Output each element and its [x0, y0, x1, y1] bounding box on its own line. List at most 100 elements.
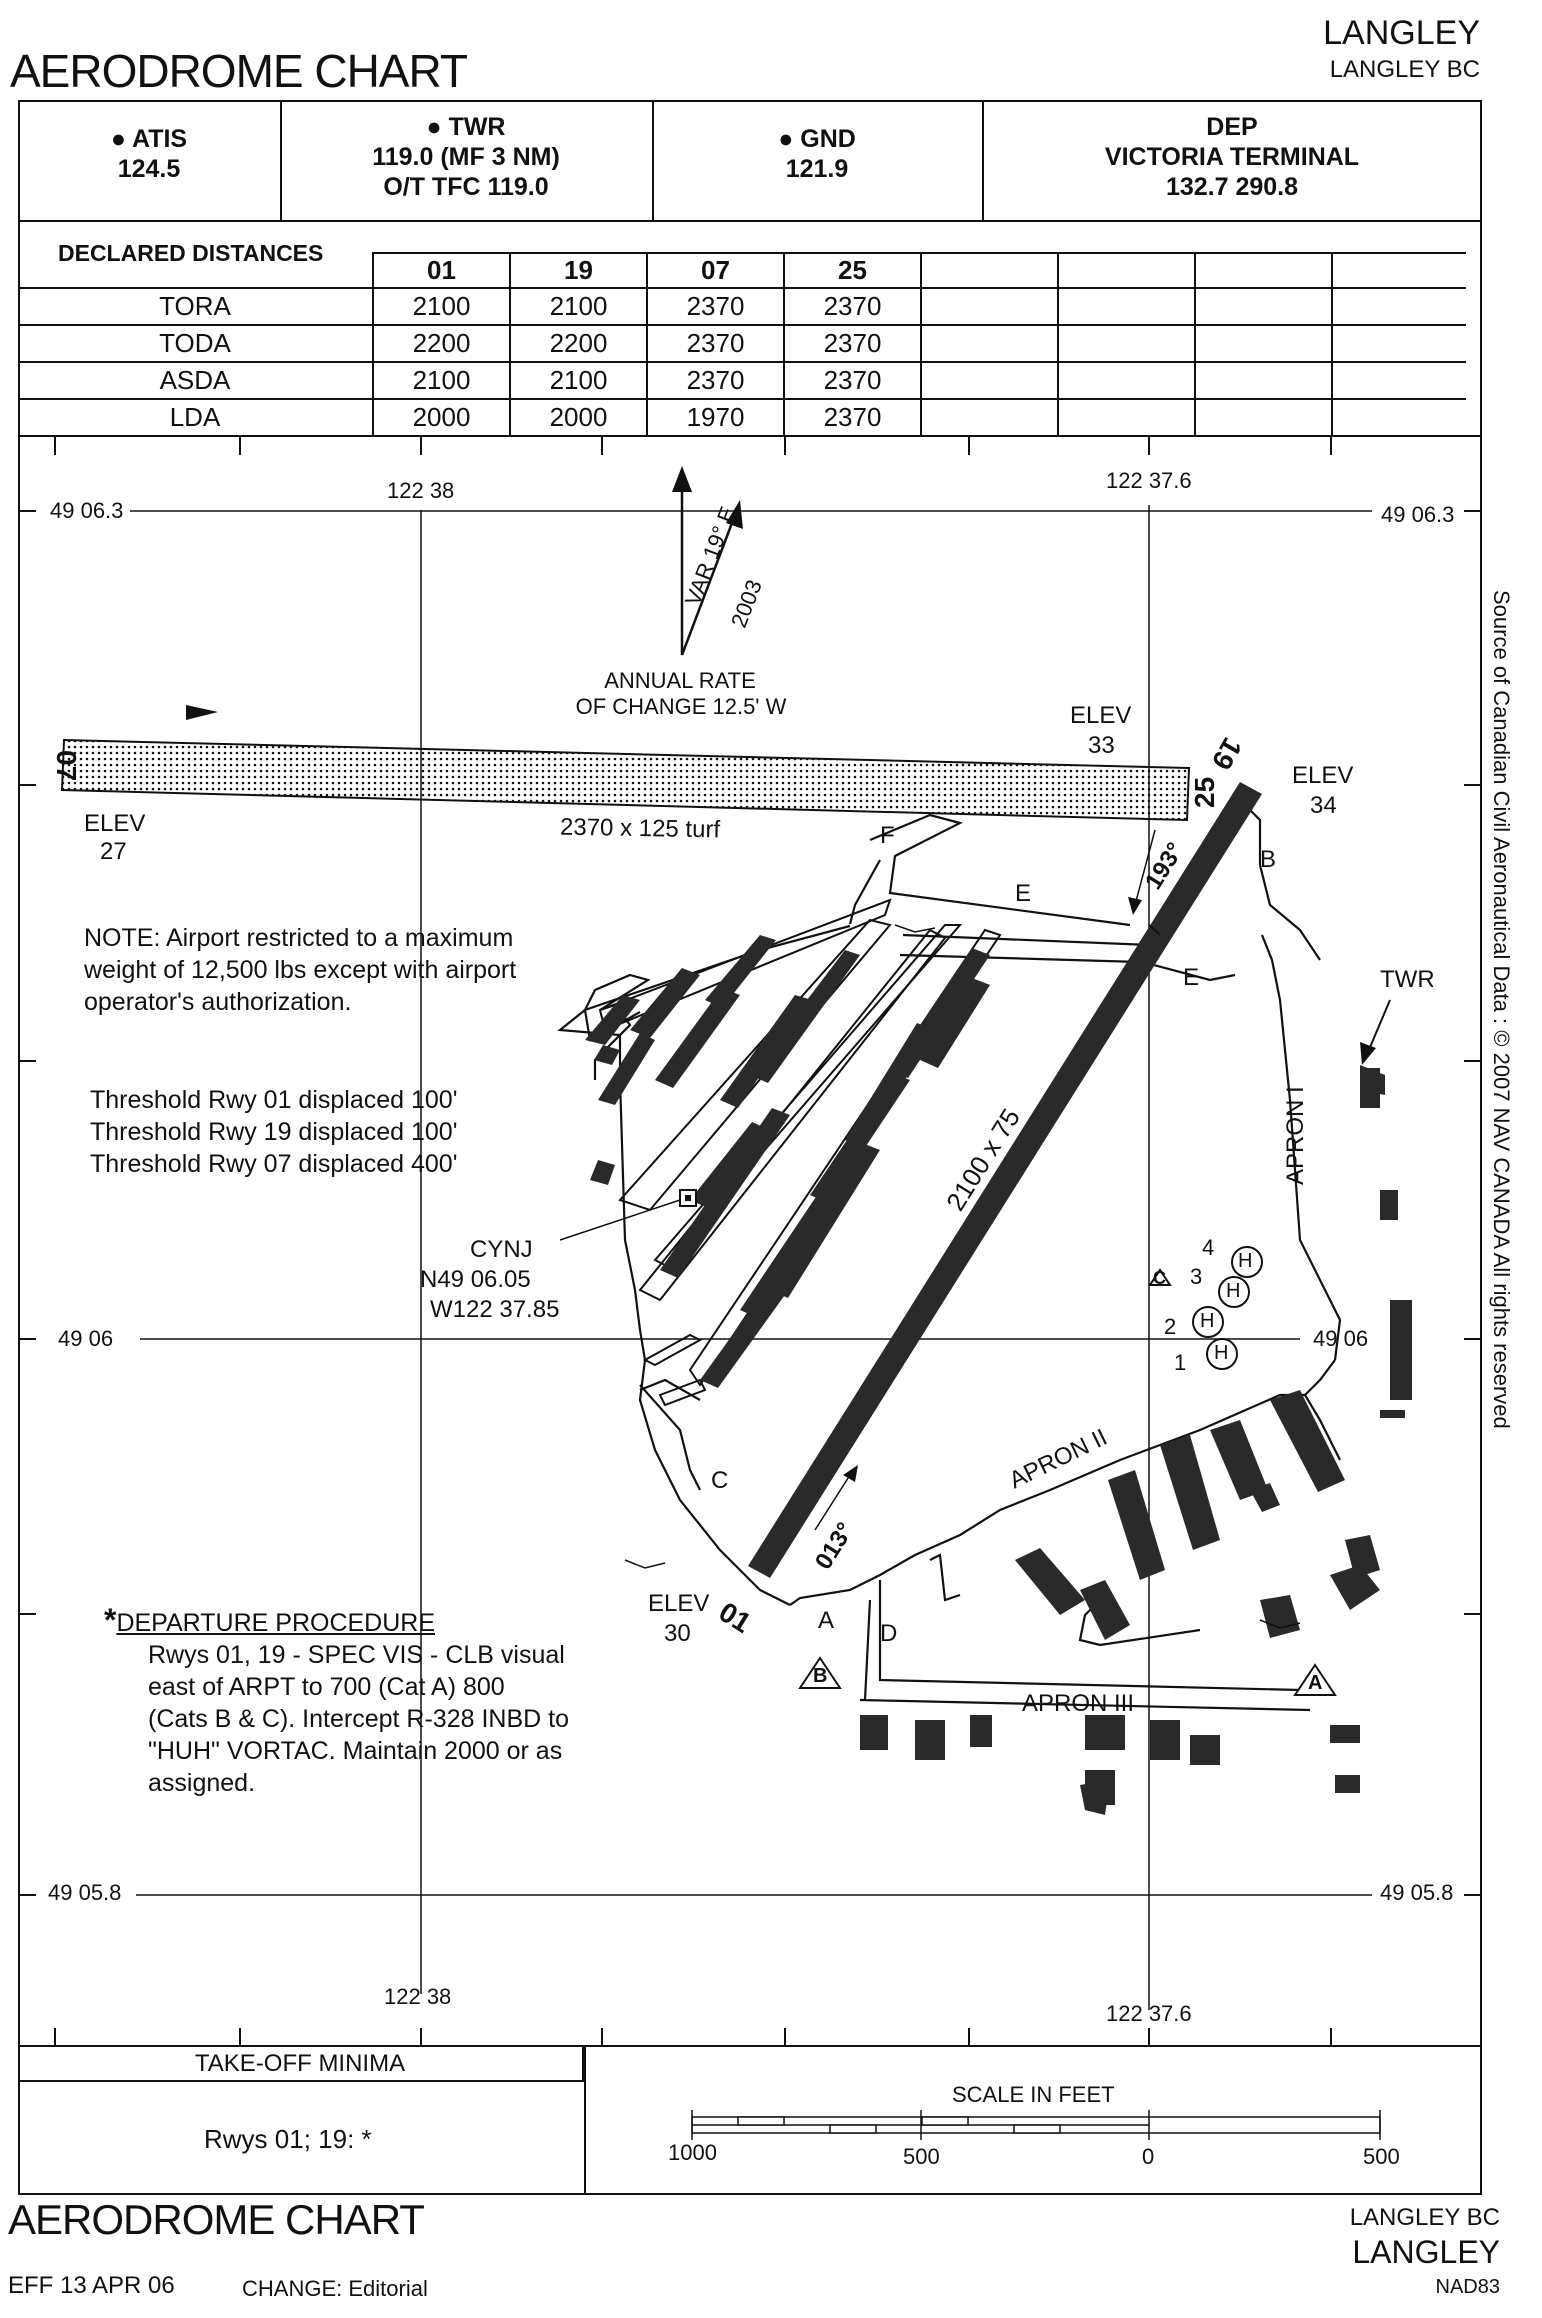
magnetic-north-arrow [680, 500, 743, 656]
heli-pads [1192, 1246, 1263, 1370]
table-cell: 2370 [646, 324, 785, 363]
table-cell: 2370 [783, 324, 922, 363]
taxiway-f-label: F [880, 822, 895, 849]
departure-line: "HUH" VORTAC. Maintain 2000 or as [148, 1737, 563, 1765]
departure-line: Rwys 01, 19 - SPEC VIS - CLB visual [148, 1641, 565, 1669]
table-row: ASDA 2100 2100 2370 2370 [18, 361, 1466, 400]
twr-other-traffic: O/T TFC 119.0 [383, 173, 549, 201]
taxiway-crossings [1148, 924, 1161, 936]
lon-label-east-top: 122 37.6 [1106, 468, 1192, 493]
empty-cell [1331, 361, 1466, 400]
atis-cell: ● ATIS 124.5 [18, 100, 282, 220]
departure-line: assigned. [148, 1769, 256, 1797]
north-arrow [672, 466, 692, 655]
divider [584, 2046, 586, 2195]
empty-cell [1194, 324, 1333, 363]
declared-distances-table: 01 19 07 25 TORA 2100 2100 2370 2370 TOD… [18, 252, 1466, 435]
threshold-note: Threshold Rwy 19 displaced 100' [90, 1118, 458, 1146]
footer-title: AERODROME CHART [8, 2196, 425, 2243]
arp-lat: N49 06.05 [420, 1266, 531, 1293]
table-cell: 2100 [509, 361, 648, 400]
scale-tick-500a: 500 [903, 2144, 940, 2169]
dep-cell: DEP VICTORIA TERMINAL 132.7 290.8 [982, 100, 1482, 220]
empty-cell [1194, 287, 1333, 326]
heli-pad-3 [1218, 1276, 1250, 1308]
twr-cell: ● TWR 119.0 (MF 3 NM) O/T TFC 119.0 [280, 100, 654, 220]
inner-taxiways [598, 898, 1002, 1407]
checkpoint-a-label: A [1308, 1672, 1323, 1694]
heli-4-label: 4 [1202, 1235, 1215, 1260]
apron-1-label: APRON I [1282, 1086, 1309, 1185]
col-header: 19 [509, 252, 648, 289]
lat-label-mid-right: 49 06 [1313, 1326, 1369, 1351]
taxiway-e2-label: E [1183, 964, 1200, 991]
twr-label: TWR [1380, 966, 1435, 993]
tower-building [1360, 1065, 1385, 1095]
heli-h-label: H [1200, 1310, 1215, 1332]
threshold-notes: Threshold Rwy 01 displaced 100' Threshol… [90, 1084, 457, 1180]
checkpoint-c-label: C [1153, 1268, 1166, 1288]
effective-date: EFF 13 APR 06 [8, 2272, 175, 2299]
airport-location: LANGLEY BC [1329, 56, 1480, 83]
departure-line: (Cats B & C). Intercept R-328 INBD to [148, 1705, 569, 1733]
elev-33-label: ELEV [1070, 702, 1132, 729]
checkpoint-b-icon [798, 1656, 842, 1689]
atis-frequency: 124.5 [117, 155, 181, 183]
note-line: operator's authorization. [84, 988, 352, 1016]
scale-title: SCALE IN FEET [952, 2082, 1115, 2107]
gnd-label: GND [800, 125, 856, 153]
arp-lon: W122 37.85 [430, 1296, 560, 1323]
checkpoint-a-icon [1293, 1663, 1337, 1696]
twr-label: TWR [448, 113, 506, 141]
empty-cell [1194, 361, 1333, 400]
twr-leader [1367, 999, 1391, 1053]
heli-h-label: H [1226, 1280, 1241, 1302]
table-cell: 2100 [372, 287, 511, 326]
arp-name: CYNJ [470, 1236, 533, 1263]
table-cell: 2100 [509, 287, 648, 326]
gnd-frequency: 121.9 [785, 155, 849, 183]
table-row: TODA 2200 2200 2370 2370 [18, 324, 1466, 363]
empty-cell [920, 398, 1059, 435]
empty-cell [1057, 252, 1196, 289]
apron-3-label: APRON III [1022, 1690, 1135, 1717]
hdg-193-leader [1134, 829, 1156, 906]
col-header: 25 [783, 252, 922, 289]
empty-cell [920, 252, 1059, 289]
empty-cell [1057, 287, 1196, 326]
chart-frame [18, 100, 1482, 2195]
row-label: TODA [18, 324, 374, 363]
empty-cell [920, 287, 1059, 326]
table-cell: 2000 [509, 398, 648, 435]
table-cell: 2370 [646, 287, 785, 326]
light-symbols [624, 924, 1301, 1629]
empty-cell [920, 324, 1059, 363]
taxiway-c-label: C [711, 1467, 729, 1494]
table-cell: 2370 [783, 398, 922, 435]
arp-leader-line [559, 1199, 681, 1241]
footer-location: LANGLEY BC [1349, 2204, 1500, 2231]
page-title: AERODROME CHART [10, 45, 468, 97]
heli-2-label: 2 [1164, 1314, 1177, 1339]
empty-cell [1057, 398, 1196, 435]
heli-pad-1 [1206, 1338, 1238, 1370]
source-note: Source of Canadian Civil Aeronautical Da… [1489, 590, 1514, 1429]
empty-cell [1331, 398, 1466, 435]
table-cell: 2100 [372, 361, 511, 400]
frame-ticks [18, 437, 1482, 2046]
header-spacer [18, 253, 374, 289]
empty-cell [1194, 398, 1333, 435]
datum-label: NAD83 [1435, 2276, 1500, 2298]
note-line: NOTE: Airport restricted to a maximum [84, 924, 514, 952]
twr-arrow-icon [1360, 1042, 1376, 1065]
twr-frequency: 119.0 (MF 3 NM) [372, 143, 560, 171]
lon-label-west-top: 122 38 [387, 478, 455, 503]
runway-07-25-turf [60, 738, 1191, 822]
threshold-note: Threshold Rwy 07 displaced 400' [90, 1150, 458, 1178]
row-label: ASDA [18, 361, 374, 400]
elev-30-value: 30 [664, 1620, 691, 1647]
gnd-cell: ● GND 121.9 [652, 100, 984, 220]
elev-34-label: ELEV [1292, 762, 1354, 789]
elev-34-value: 34 [1310, 792, 1337, 819]
